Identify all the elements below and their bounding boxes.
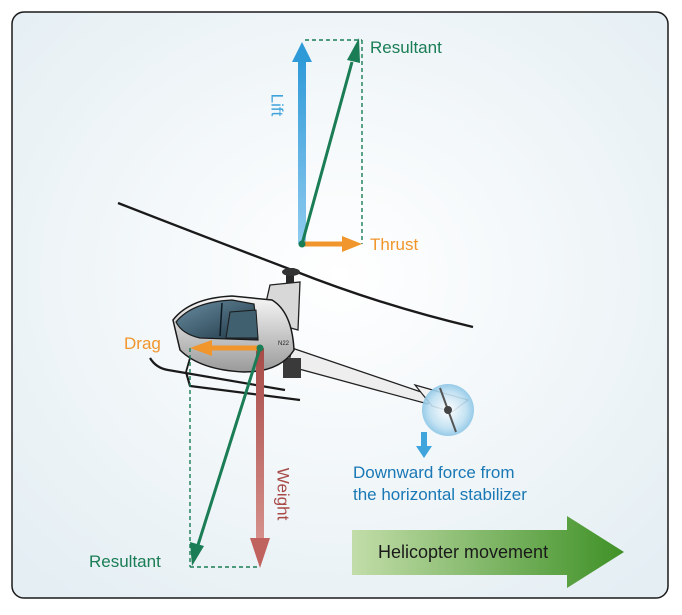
canopy-frame (219, 302, 223, 337)
top-force-origin (298, 240, 306, 248)
engine-block (283, 358, 301, 378)
lift-label: Lift (268, 94, 287, 117)
movement-label: Helicopter movement (378, 542, 548, 562)
main-rotor-blade-left (117, 201, 293, 272)
diagram-frame (11, 11, 669, 599)
weight-arrow (250, 348, 270, 568)
tail-rotor-hub (444, 406, 452, 414)
fuselage-marking: N22 (278, 341, 290, 347)
resultant-bottom-label: Resultant (89, 552, 161, 571)
rotor-mast (286, 268, 294, 288)
thrust-arrow (302, 236, 362, 252)
stabilizer-force-label-line2: the horizontal stabilizer (353, 485, 527, 504)
main-rotor-blade-right (291, 268, 474, 329)
bottom-force-parallelogram (189, 348, 260, 568)
resultant-bottom-arrow (190, 347, 262, 566)
lift-arrow (292, 42, 312, 244)
top-force-parallelogram (305, 39, 363, 244)
resultant-top-arrow (300, 38, 360, 245)
movement-arrow (352, 516, 624, 588)
skid-front (149, 357, 286, 392)
resultant-top-label: Resultant (370, 38, 442, 57)
bottom-force-origin (256, 344, 264, 352)
skid-strut-1 (185, 357, 191, 373)
stabilizer-force-label-line1: Downward force from (353, 463, 515, 482)
helicopter-illustration: N22 (117, 201, 474, 436)
weight-label: Weight (274, 468, 293, 521)
drag-arrow (190, 340, 260, 356)
drag-label: Drag (124, 334, 161, 353)
thrust-label: Thrust (370, 235, 418, 254)
stabilizer-force-arrow (416, 432, 432, 458)
rotor-hub (282, 268, 300, 276)
door-window (225, 309, 259, 339)
